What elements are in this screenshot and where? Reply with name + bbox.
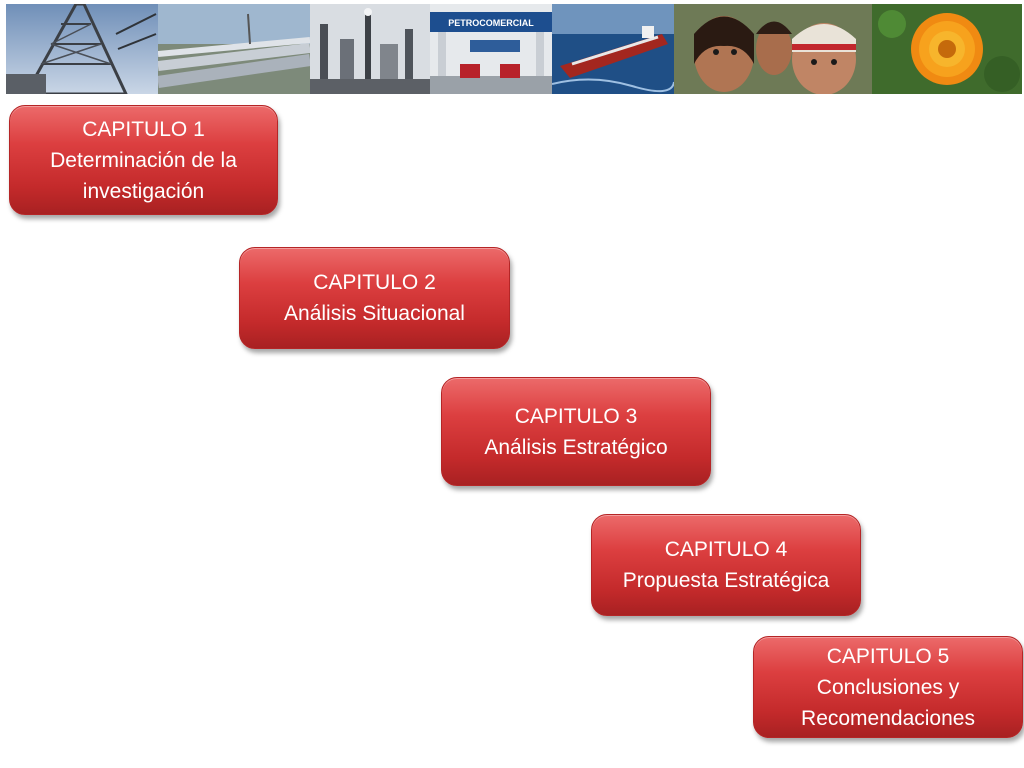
chapter-1-box: CAPITULO 1 Determinación de la investiga… — [9, 105, 278, 215]
children-photo — [674, 4, 872, 94]
chapter-4-title-line-1: Propuesta Estratégica — [622, 569, 830, 592]
chapter-5-box: CAPITULO 5 Conclusiones y Recomendacione… — [753, 636, 1023, 738]
chapter-2-number: CAPITULO 2 — [313, 271, 436, 294]
chapter-3-box: CAPITULO 3 Análisis Estratégico — [441, 377, 711, 486]
chapter-5-title-line-2: Recomendaciones — [801, 706, 975, 730]
chapter-5-title-line-1: Conclusiones y — [816, 675, 960, 699]
chapter-3-title-line-1: Análisis Estratégico — [484, 435, 668, 459]
gas-station-photo: PETROCOMERCIAL — [430, 4, 552, 94]
refinery-photo — [310, 4, 430, 94]
oil-tanker-photo — [552, 4, 674, 94]
chapter-2-box: CAPITULO 2 Análisis Situacional — [239, 247, 510, 349]
chapter-3-number: CAPITULO 3 — [514, 404, 638, 428]
oil-derrick-photo — [6, 4, 158, 94]
chapter-1-number: CAPITULO 1 — [82, 117, 205, 141]
chapter-4-number: CAPITULO 4 — [664, 538, 788, 561]
chapter-5-number: CAPITULO 5 — [826, 644, 950, 668]
gas-station-sign: PETROCOMERCIAL — [448, 18, 534, 28]
orange-flower-photo — [872, 4, 1022, 94]
chapter-4-box: CAPITULO 4 Propuesta Estratégica — [591, 514, 861, 616]
chapter-1-title-line-1: Determinación de la — [50, 148, 237, 172]
chapter-2-title-line-1: Análisis Situacional — [284, 302, 465, 325]
photo-banner: PETROCOMERCIAL — [6, 4, 1022, 94]
chapter-1-title-line-2: investigación — [82, 179, 205, 203]
pipeline-photo — [158, 4, 310, 94]
